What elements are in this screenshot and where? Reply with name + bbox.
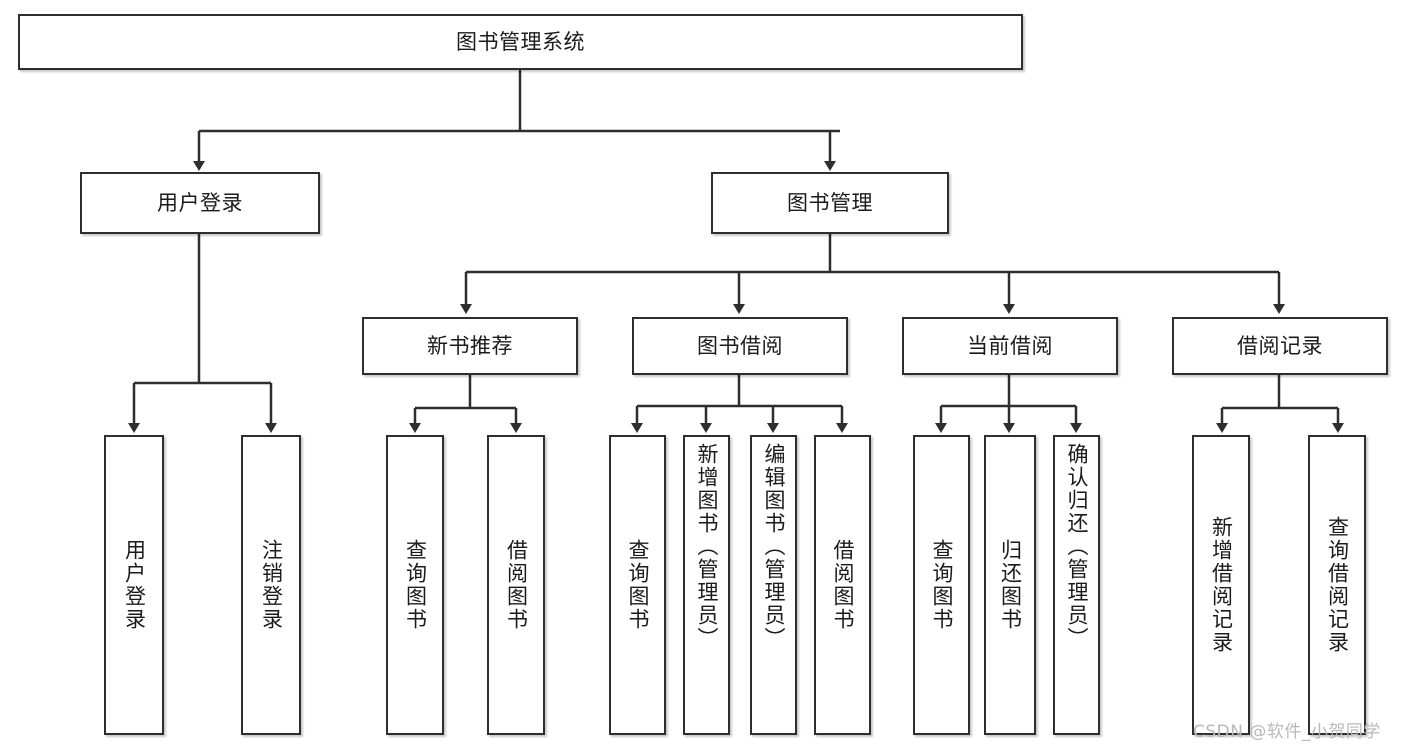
csdn-watermark: CSDN @软件_小贺同学: [1193, 722, 1381, 742]
leaf-borrow-add-book[interactable]: 新增图书（管理员）: [683, 435, 730, 735]
node-borrow-record-label: 借阅记录: [1237, 333, 1323, 358]
node-current-borrow[interactable]: 当前借阅: [902, 317, 1118, 375]
leaf-recommend-borrow-book[interactable]: 借阅图书: [487, 435, 545, 735]
leaf-record-add-record-label: 新增借阅记录: [1209, 516, 1234, 654]
leaf-borrow-borrow-book-label: 借阅图书: [831, 539, 855, 631]
leaf-recommend-query-book[interactable]: 查询图书: [386, 435, 444, 735]
node-book-management-label: 图书管理: [787, 190, 873, 215]
leaf-current-return-book-label: 归还图书: [998, 539, 1023, 631]
node-book-management[interactable]: 图书管理: [711, 172, 949, 234]
node-book-borrow-label: 图书借阅: [697, 333, 783, 358]
leaf-user-login[interactable]: 用户登录: [104, 435, 164, 735]
node-book-borrow[interactable]: 图书借阅: [632, 317, 848, 375]
leaf-user-logout[interactable]: 注销登录: [241, 435, 301, 735]
leaf-user-logout-label: 注销登录: [259, 539, 284, 631]
leaf-borrow-query-book-label: 查询图书: [626, 539, 650, 631]
node-new-book-recommend[interactable]: 新书推荐: [362, 317, 578, 375]
leaf-current-confirm-return-label: 确认归还（管理员）: [1065, 443, 1089, 650]
leaf-current-query-book-label: 查询图书: [930, 539, 954, 631]
leaf-record-query-record[interactable]: 查询借阅记录: [1308, 435, 1366, 735]
leaf-current-query-book[interactable]: 查询图书: [913, 435, 970, 735]
leaf-recommend-query-book-label: 查询图书: [403, 539, 428, 631]
node-new-book-recommend-label: 新书推荐: [427, 333, 513, 358]
leaf-borrow-query-book[interactable]: 查询图书: [609, 435, 666, 735]
node-user-login[interactable]: 用户登录: [80, 172, 320, 234]
leaf-borrow-borrow-book[interactable]: 借阅图书: [814, 435, 871, 735]
node-current-borrow-label: 当前借阅: [967, 333, 1053, 358]
leaf-borrow-add-book-label: 新增图书（管理员）: [695, 443, 719, 650]
node-borrow-record[interactable]: 借阅记录: [1172, 317, 1388, 375]
leaf-recommend-borrow-book-label: 借阅图书: [504, 539, 529, 631]
leaf-user-login-label: 用户登录: [122, 539, 147, 631]
leaf-record-add-record[interactable]: 新增借阅记录: [1192, 435, 1250, 735]
leaf-borrow-edit-book-label: 编辑图书（管理员）: [762, 443, 786, 650]
node-root-label: 图书管理系统: [456, 29, 585, 54]
leaf-current-return-book[interactable]: 归还图书: [984, 435, 1036, 735]
leaf-record-query-record-label: 查询借阅记录: [1325, 516, 1350, 654]
leaf-borrow-edit-book[interactable]: 编辑图书（管理员）: [750, 435, 797, 735]
node-root[interactable]: 图书管理系统: [18, 14, 1023, 70]
node-user-login-label: 用户登录: [157, 190, 243, 215]
leaf-current-confirm-return[interactable]: 确认归还（管理员）: [1053, 435, 1100, 735]
